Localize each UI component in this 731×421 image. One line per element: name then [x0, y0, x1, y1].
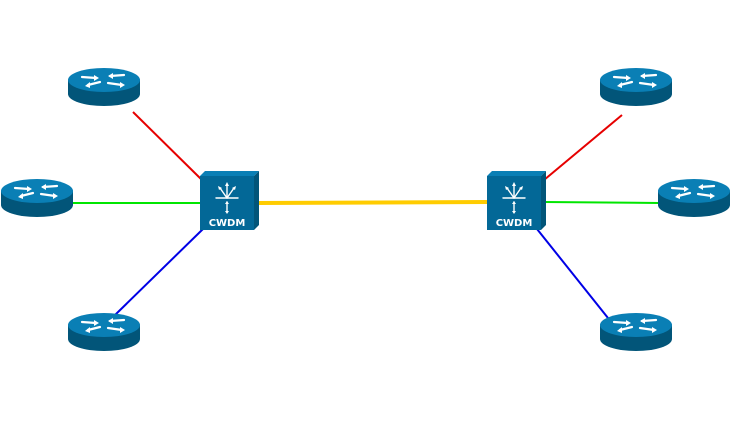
link-cwdm-right-to-right-middle [543, 201, 660, 204]
router-right-bottom-icon [598, 311, 674, 353]
router-left-top-icon [66, 66, 142, 108]
cwdm-right-node: CWDM [486, 170, 547, 231]
link-cwdm-left-to-cwdm-right [257, 200, 488, 205]
link-left-bottom-to-cwdm-left [114, 228, 204, 316]
router-left-middle-icon [0, 177, 75, 219]
link-cwdm-right-to-right-bottom [536, 228, 609, 319]
router-right-middle-icon [656, 177, 731, 219]
cwdm-left-label: CWDM [209, 218, 246, 229]
router-right-top-icon [598, 66, 674, 108]
cwdm-right-label: CWDM [496, 218, 533, 229]
link-cwdm-right-to-right-top [543, 114, 623, 181]
router-left-bottom-icon [66, 311, 142, 353]
cwdm-left-node: CWDM [199, 170, 260, 231]
links [72, 111, 660, 319]
link-left-top-to-cwdm-left [132, 111, 204, 182]
